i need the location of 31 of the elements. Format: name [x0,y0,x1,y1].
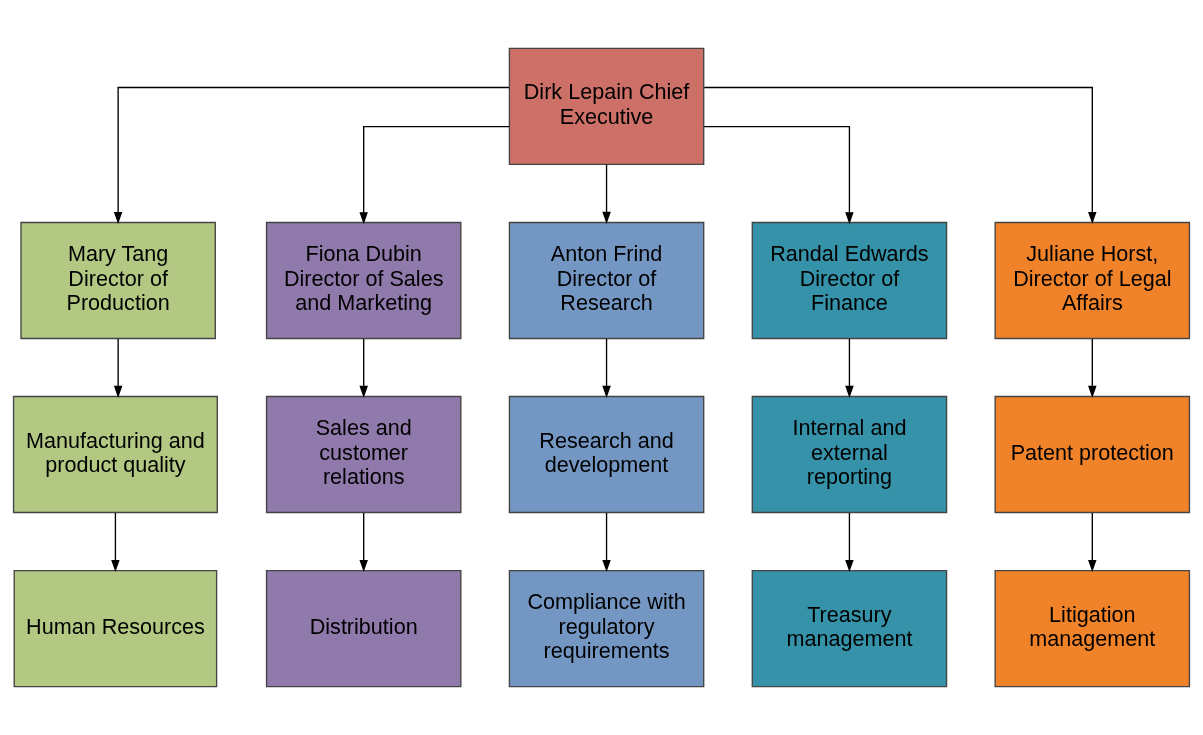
arrow [602,164,611,224]
arrow [359,125,510,225]
arrow [602,338,611,398]
arrow [602,512,611,573]
node-box: Patent protection [994,395,1191,514]
arrow [703,86,1097,225]
arrow [359,338,368,398]
node-box: Mary Tang Director of Production [20,221,216,340]
arrow [113,338,123,398]
node-box: Internal and external reporting [751,395,948,514]
node-box: Compliance with regulatory requirements [508,569,705,688]
node-box: Human Resources [13,569,218,688]
arrow [359,512,368,573]
arrow [113,86,510,225]
node-box: Fiona Dubin Director of Sales and Marketing [265,221,462,340]
node-box: Sales and customer relations [265,395,462,514]
arrow [1088,338,1097,398]
node-box: Manufacturing and product quality [12,395,218,514]
arrow [1088,512,1097,573]
arrow [845,338,854,398]
node-box: Juliane Horst, Director of Legal Affairs [994,221,1191,340]
arrow [703,125,854,225]
arrow [845,512,854,573]
node-box: Distribution [265,569,462,688]
node-box: Anton Frind Director of Research [508,221,705,340]
node-box: Litigation management [994,569,1191,688]
node-box: Treasury management [751,569,948,688]
node-box: Randal Edwards Director of Finance [751,221,948,340]
arrow [111,512,120,573]
node-box: Dirk Lepain Chief Executive [508,47,705,166]
node-box: Research and development [508,395,705,514]
